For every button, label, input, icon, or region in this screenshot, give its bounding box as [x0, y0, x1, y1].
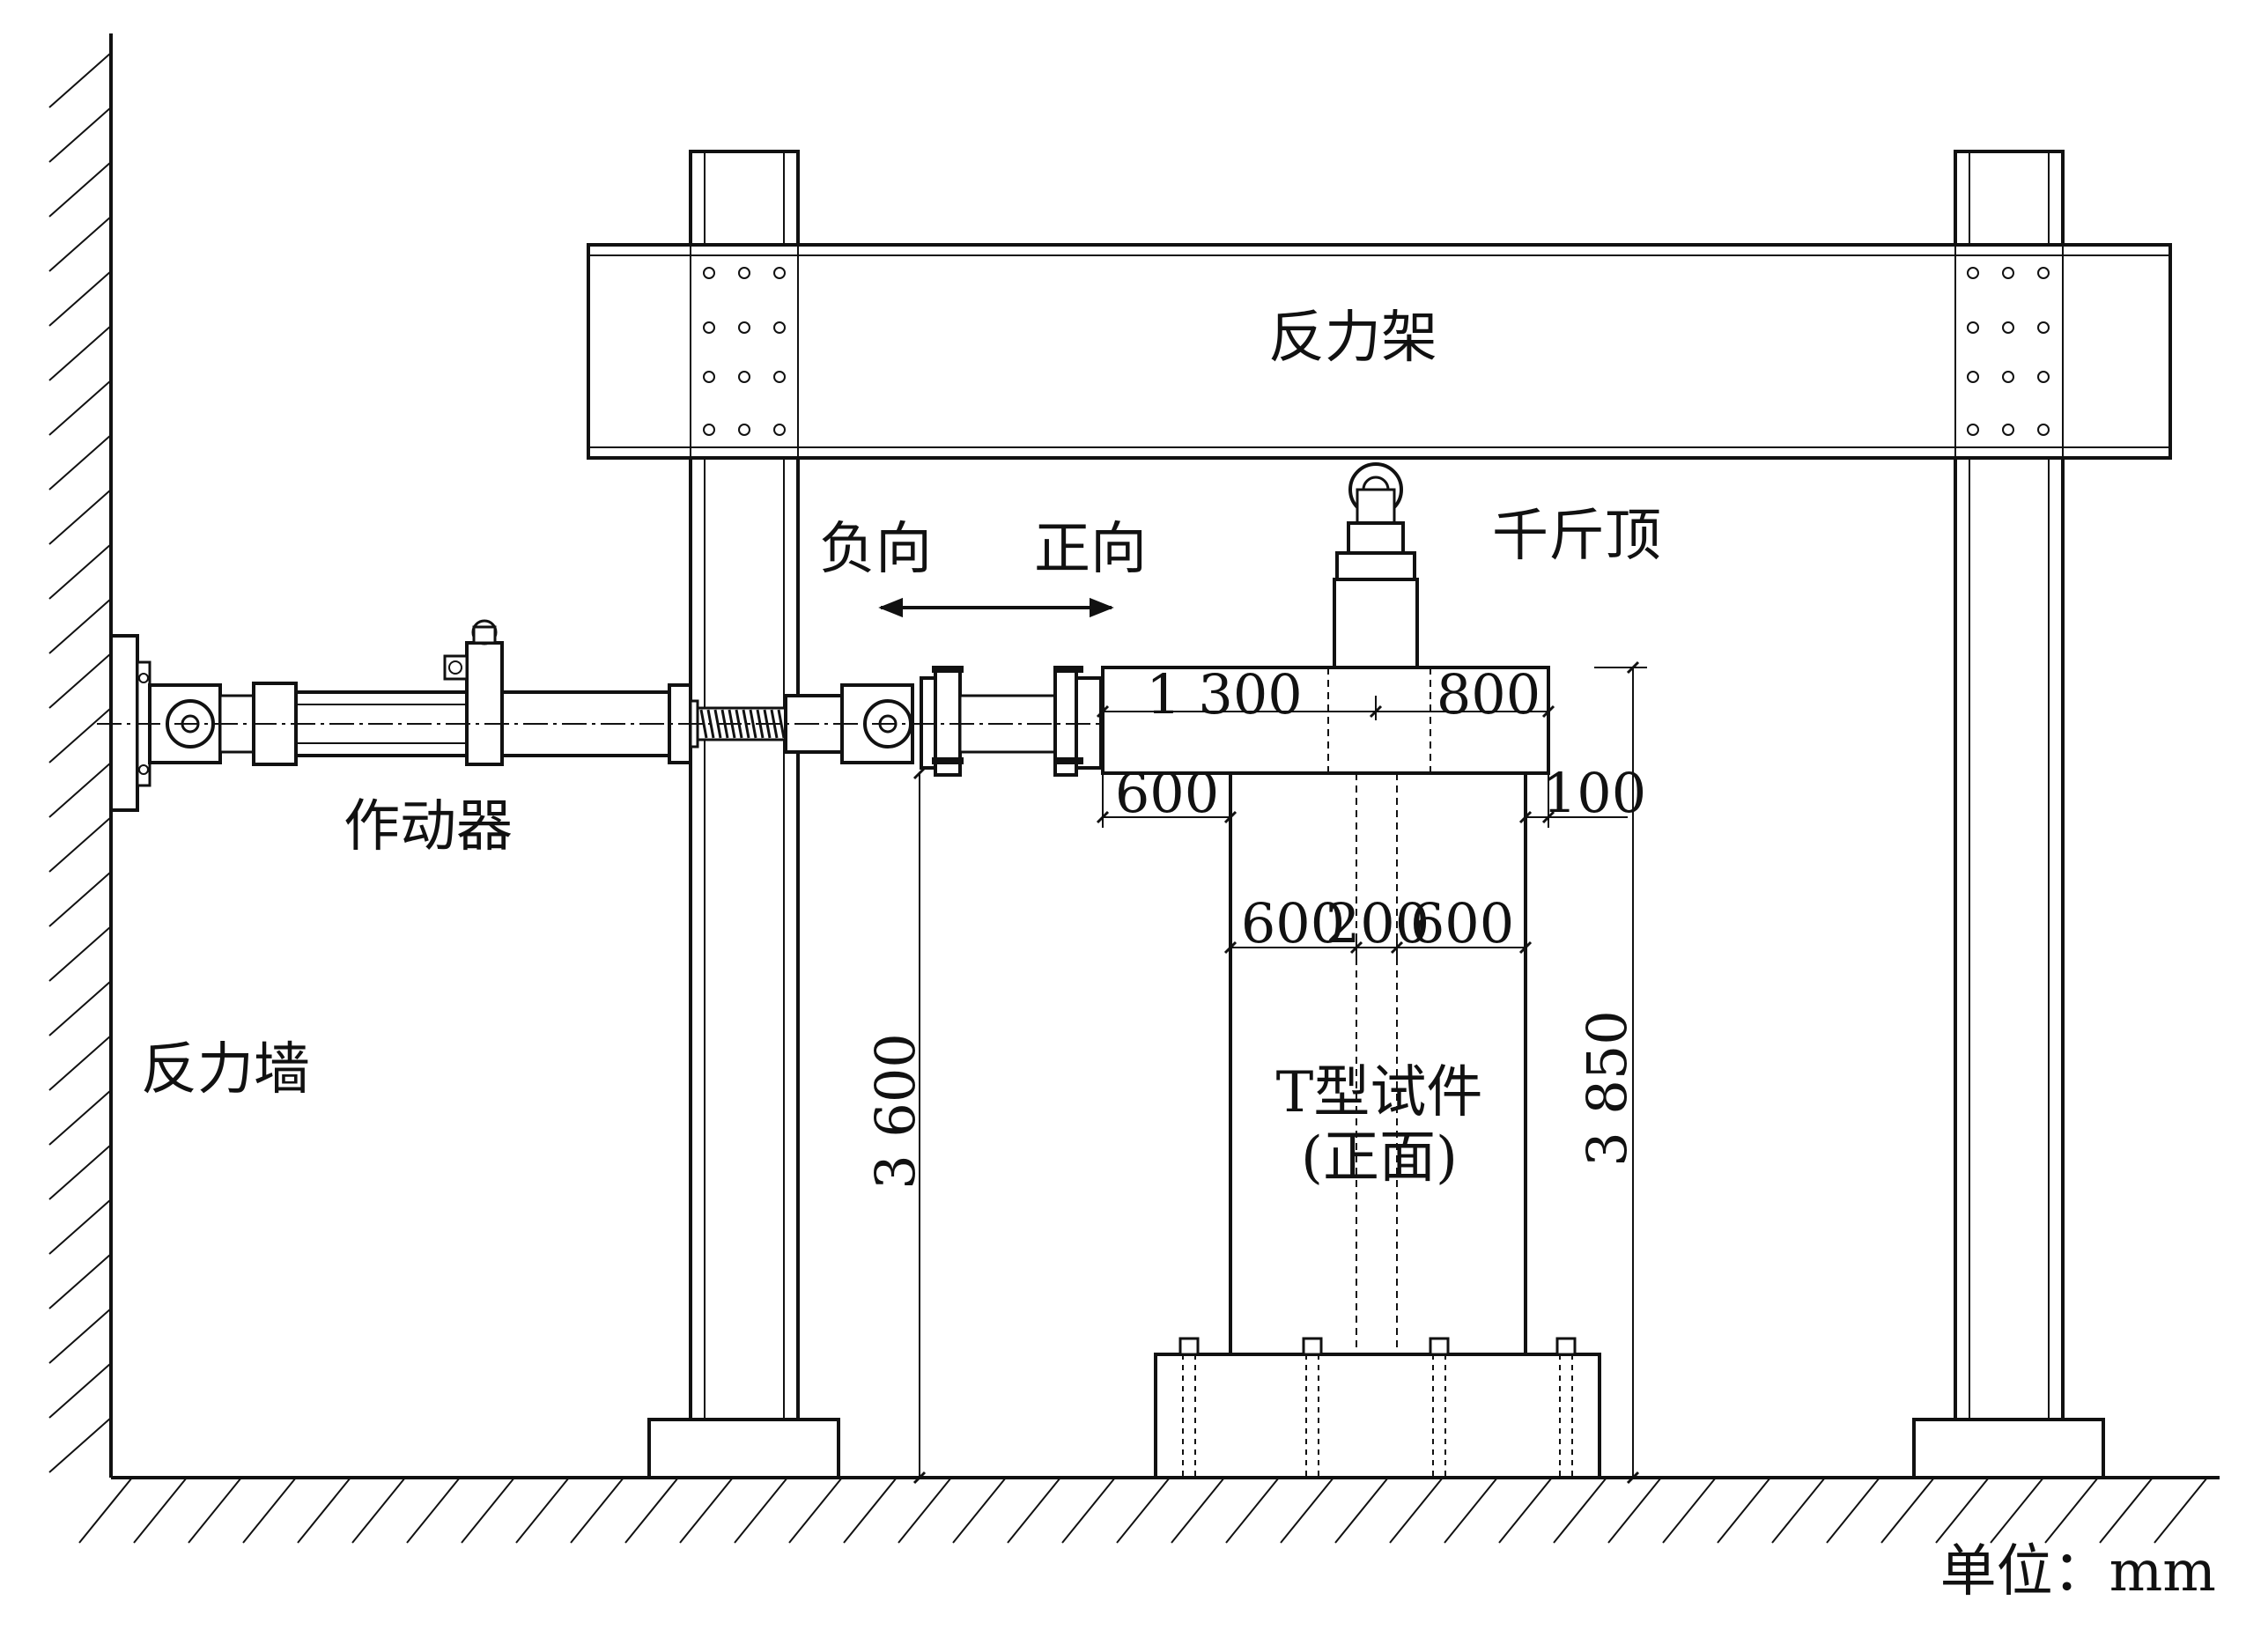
right-column-base [1912, 1418, 2105, 1479]
jack: 千斤顶 [1333, 462, 1661, 669]
jack-label: 千斤顶 [1492, 504, 1661, 569]
actuator: 作动器 [97, 619, 1103, 859]
dimension-ticks [912, 660, 1640, 1485]
dim-total-height: 3 850 [1575, 1010, 1639, 1167]
t-specimen: T型试件 (正面) [1101, 666, 1601, 1479]
dim-overhang-right: 100 [1542, 761, 1646, 825]
reaction-frame-label: 反力架 [1268, 306, 1437, 371]
dim-web-left: 600 [1241, 891, 1345, 955]
dim-load-height: 3 600 [863, 1033, 927, 1190]
dim-flange-right: 800 [1437, 662, 1540, 726]
specimen-label-line1: T型试件 [1276, 1060, 1483, 1125]
dim-web-middle: 200 [1326, 891, 1430, 955]
dim-flange-left: 1 300 [1146, 662, 1303, 726]
reaction-wall [48, 33, 113, 1478]
dim-overhang-left: 600 [1115, 761, 1219, 825]
loading-direction: 负向 正向 [819, 517, 1147, 618]
specimen-foundation [1154, 1353, 1601, 1479]
specimen-label-line2: (正面) [1301, 1125, 1458, 1191]
bolt-holes [703, 267, 2050, 436]
actuator-label: 作动器 [344, 794, 513, 859]
positive-direction-label: 正向 [1034, 517, 1147, 582]
reaction-frame-beam: 反力架 [587, 243, 2172, 460]
negative-direction-label: 负向 [819, 517, 932, 582]
left-column-base [647, 1418, 840, 1479]
unit-label: 单位：mm [1940, 1539, 2216, 1604]
dim-web-right: 600 [1410, 891, 1514, 955]
reaction-wall-label: 反力墙 [141, 1037, 310, 1103]
anchor-bolts [1178, 1337, 1577, 1478]
ground [78, 1476, 2220, 1544]
